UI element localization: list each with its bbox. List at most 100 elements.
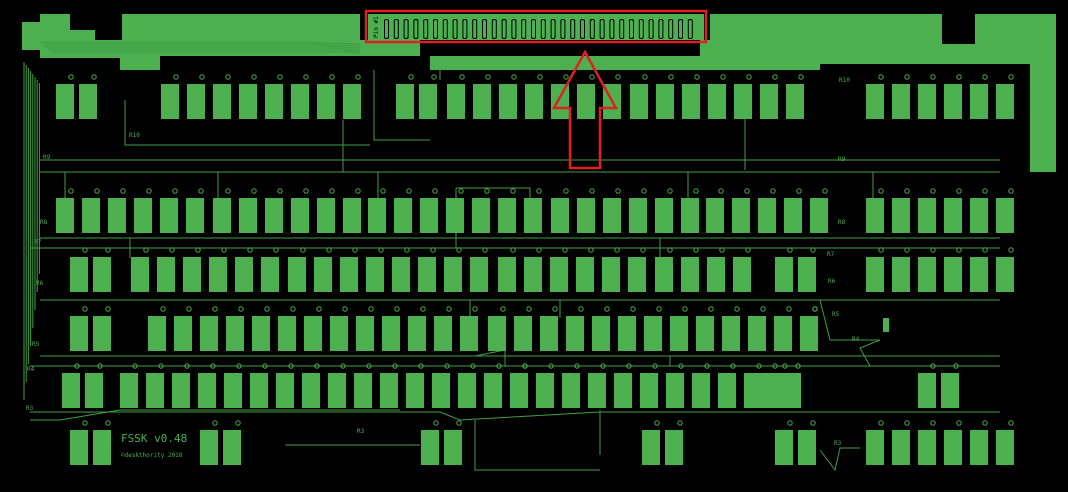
- switch-pad: [733, 257, 751, 292]
- switch-pad: [551, 198, 569, 233]
- switch-pad: [996, 257, 1014, 292]
- switch-footprint: [131, 247, 149, 292]
- switch-pad: [892, 84, 910, 119]
- row-label-left: R6: [36, 280, 44, 287]
- switch-footprint: [603, 188, 621, 233]
- switch-footprint: [470, 247, 488, 292]
- diode-hole: [822, 188, 828, 194]
- switch-footprint: [213, 188, 231, 233]
- switch-pad: [174, 316, 192, 351]
- switch-footprint: [420, 188, 438, 233]
- switch-pad: [317, 84, 335, 119]
- diode-hole: [615, 74, 621, 80]
- switch-footprint: [56, 188, 74, 233]
- diode-hole: [199, 74, 205, 80]
- switch-pad: [396, 84, 414, 119]
- switch-pad: [56, 198, 74, 233]
- diode-hole: [589, 188, 595, 194]
- switch-footprint: [157, 247, 175, 292]
- switch-pad: [446, 198, 464, 233]
- switch-pad: [642, 430, 660, 465]
- switch-pad: [918, 430, 936, 465]
- diode-hole: [470, 363, 476, 369]
- diode-hole: [394, 306, 400, 312]
- switch-pad: [970, 257, 988, 292]
- switch-footprint: [85, 363, 103, 408]
- diode-hole: [745, 247, 751, 253]
- switch-footprint: [226, 306, 244, 351]
- connector-pin: [385, 20, 388, 38]
- trace: [859, 339, 881, 367]
- diode-hole: [303, 74, 309, 80]
- switch-footprint: [146, 363, 164, 408]
- diode-hole: [392, 363, 398, 369]
- switch-footprint: [681, 247, 699, 292]
- connector-pin: [541, 20, 545, 38]
- row-label-right: R10: [839, 77, 850, 84]
- switch-footprint: [79, 74, 97, 119]
- trace: [124, 100, 370, 146]
- switch-pad: [213, 198, 231, 233]
- diode-hole: [642, 74, 648, 80]
- switch-footprint: [396, 74, 414, 119]
- switch-footprint: [209, 247, 227, 292]
- switch-footprint: [696, 306, 714, 351]
- trace: [30, 411, 1000, 421]
- switch-pad: [473, 84, 491, 119]
- switch-pad: [734, 84, 752, 119]
- switch-pad: [160, 198, 178, 233]
- diode-hole: [718, 188, 724, 194]
- switch-footprint: [892, 247, 910, 292]
- diode-hole: [787, 247, 793, 253]
- diode-hole: [251, 188, 257, 194]
- callout-arrow: [551, 49, 619, 170]
- diode-hole: [552, 306, 558, 312]
- diode-hole: [329, 74, 335, 80]
- connector-pin: [443, 20, 447, 38]
- switch-pad: [866, 430, 884, 465]
- diode-hole: [430, 247, 436, 253]
- switch-footprint: [472, 188, 490, 233]
- switch-pad: [444, 257, 462, 292]
- switch-footprint: [642, 420, 660, 465]
- switch-pad: [498, 198, 516, 233]
- connector-pin: [571, 20, 575, 38]
- switch-footprint: [380, 363, 398, 408]
- diode-hole: [930, 363, 936, 369]
- diode-hole: [798, 74, 804, 80]
- switch-pad: [682, 84, 700, 119]
- switch-footprint: [419, 74, 437, 119]
- switch-footprint: [265, 188, 283, 233]
- diode-hole: [366, 363, 372, 369]
- switch-footprint: [682, 74, 700, 119]
- diode-hole: [652, 363, 658, 369]
- diode-hole: [482, 247, 488, 253]
- switch-pad: [408, 316, 426, 351]
- switch-footprint: [944, 74, 962, 119]
- trace: [44, 45, 361, 49]
- switch-pad: [343, 84, 361, 119]
- switch-footprint: [550, 247, 568, 292]
- diode-hole: [1008, 188, 1014, 194]
- switch-pad: [460, 316, 478, 351]
- switch-footprint: [775, 247, 793, 292]
- connector-pin: [394, 20, 398, 38]
- diode-hole: [303, 188, 309, 194]
- diode-hole: [431, 74, 437, 80]
- switch-pad: [618, 316, 636, 351]
- switch-pad: [330, 316, 348, 351]
- switch-footprint: [996, 188, 1014, 233]
- diode-hole: [169, 247, 175, 253]
- switch-footprint: [434, 306, 452, 351]
- connector-pin: [463, 20, 467, 38]
- diode-hole: [340, 363, 346, 369]
- switch-pad: [525, 84, 543, 119]
- switch-footprint: [62, 363, 80, 408]
- switch-pad: [70, 316, 88, 351]
- diode-hole: [342, 306, 348, 312]
- switch-footprint: [775, 420, 793, 465]
- switch-pad: [786, 84, 804, 119]
- switch-pad: [996, 84, 1014, 119]
- diode-hole: [212, 420, 218, 426]
- diode-hole: [300, 247, 306, 253]
